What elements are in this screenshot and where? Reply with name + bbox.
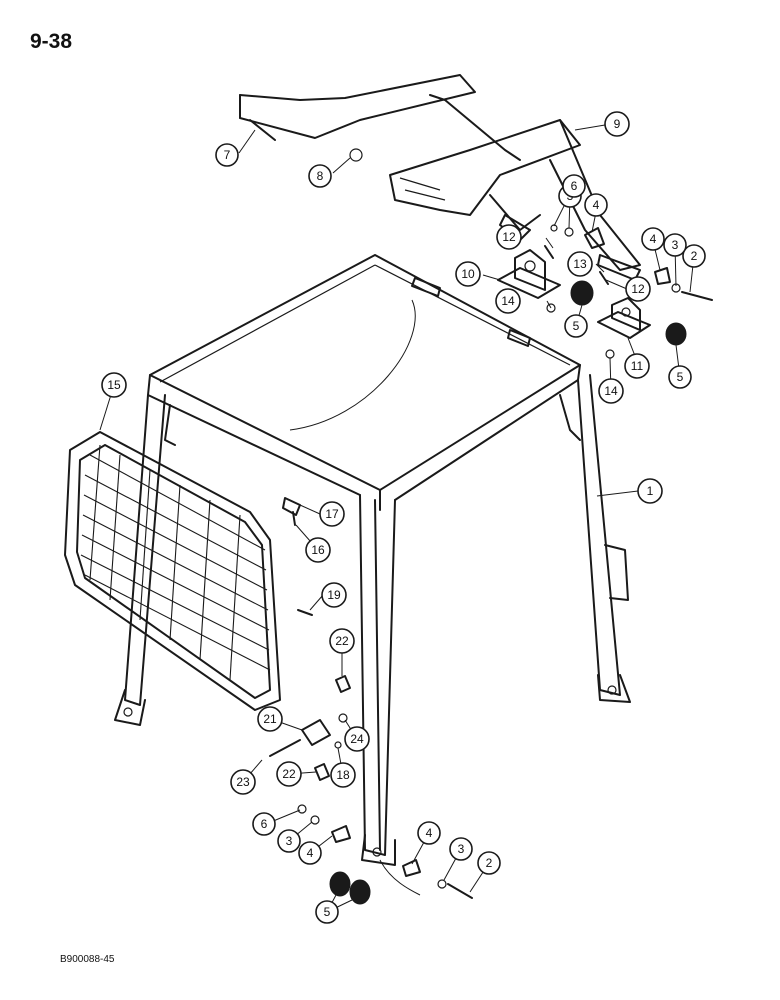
- callout-4: 4: [641, 227, 665, 251]
- svg-text:4: 4: [650, 232, 657, 246]
- callout-22: 22: [329, 628, 355, 654]
- callout-4d: 4: [417, 821, 441, 845]
- callout-5b: 5: [668, 365, 692, 389]
- figure-code: B900088-45: [60, 954, 115, 965]
- svg-text:21: 21: [263, 712, 277, 726]
- svg-text:23: 23: [236, 775, 250, 789]
- callout-12b: 12: [625, 276, 651, 302]
- rops-front-legs: [114, 394, 396, 866]
- svg-text:3: 3: [672, 238, 679, 252]
- callout-17: 17: [319, 501, 345, 527]
- svg-text:22: 22: [335, 634, 349, 648]
- svg-text:14: 14: [604, 384, 618, 398]
- svg-text:11: 11: [631, 359, 644, 373]
- callout-16: 16: [305, 537, 331, 563]
- callout-19: 19: [321, 582, 347, 608]
- callout-23: 23: [230, 769, 256, 795]
- callout-14b: 14: [598, 378, 624, 404]
- callout-1: 1: [637, 478, 663, 504]
- svg-text:14: 14: [501, 294, 515, 308]
- svg-text:5: 5: [573, 319, 580, 333]
- svg-text:5: 5: [677, 370, 684, 384]
- svg-text:6: 6: [261, 817, 268, 831]
- svg-text:15: 15: [107, 378, 121, 392]
- svg-text:6: 6: [571, 179, 578, 193]
- svg-text:19: 19: [327, 588, 341, 602]
- svg-text:8: 8: [317, 169, 324, 183]
- svg-text:4: 4: [307, 846, 314, 860]
- svg-text:10: 10: [461, 267, 475, 281]
- svg-text:7: 7: [224, 148, 231, 162]
- callout-5: 5: [564, 314, 588, 338]
- svg-text:2: 2: [691, 249, 698, 263]
- svg-text:4: 4: [593, 198, 600, 212]
- svg-text:16: 16: [311, 543, 325, 557]
- callout-14: 14: [495, 288, 521, 314]
- callout-3d: 3: [449, 837, 473, 861]
- svg-text:5: 5: [324, 905, 331, 919]
- callout-2: 2: [682, 244, 706, 268]
- svg-text:17: 17: [325, 507, 339, 521]
- callout-2b: 2: [477, 851, 501, 875]
- svg-text:12: 12: [502, 230, 516, 244]
- svg-text:1: 1: [647, 484, 654, 498]
- svg-text:18: 18: [336, 768, 350, 782]
- svg-text:4: 4: [426, 826, 433, 840]
- callout-5c: 5: [315, 900, 339, 924]
- front-screen: [64, 431, 281, 711]
- callout-4b: 4: [584, 193, 608, 217]
- callout-9: 9: [604, 111, 630, 137]
- callout-6b: 6: [252, 812, 276, 836]
- rops-rear-legs: [164, 374, 631, 703]
- callout-11: 11: [624, 353, 650, 379]
- page-number: 9-38: [30, 30, 73, 53]
- svg-text:3: 3: [286, 834, 293, 848]
- svg-text:9: 9: [614, 117, 621, 131]
- svg-text:12: 12: [631, 282, 645, 296]
- callouts: 1 2 3 4 4 3 6 9 12 12 13 10 14 14 5 11 5…: [101, 111, 706, 924]
- callout-4c: 4: [298, 841, 322, 865]
- callout-8: 8: [308, 164, 332, 188]
- callout-3: 3: [663, 233, 687, 257]
- callout-18: 18: [330, 762, 356, 788]
- svg-text:22: 22: [282, 767, 296, 781]
- callout-7: 7: [215, 143, 239, 167]
- callout-15: 15: [101, 372, 127, 398]
- callout-13: 13: [567, 251, 593, 277]
- svg-text:24: 24: [350, 732, 364, 746]
- callout-22b: 22: [276, 761, 302, 787]
- svg-text:3: 3: [458, 842, 465, 856]
- callout-3c: 3: [277, 829, 301, 853]
- callout-21: 21: [257, 706, 283, 732]
- leader-lines: [99, 124, 695, 913]
- callout-12: 12: [496, 224, 522, 250]
- callout-6: 6: [562, 174, 586, 198]
- callout-10: 10: [455, 261, 481, 287]
- svg-text:13: 13: [573, 257, 587, 271]
- callout-24: 24: [344, 726, 370, 752]
- mounting-hardware: [249, 119, 713, 905]
- svg-text:2: 2: [486, 856, 493, 870]
